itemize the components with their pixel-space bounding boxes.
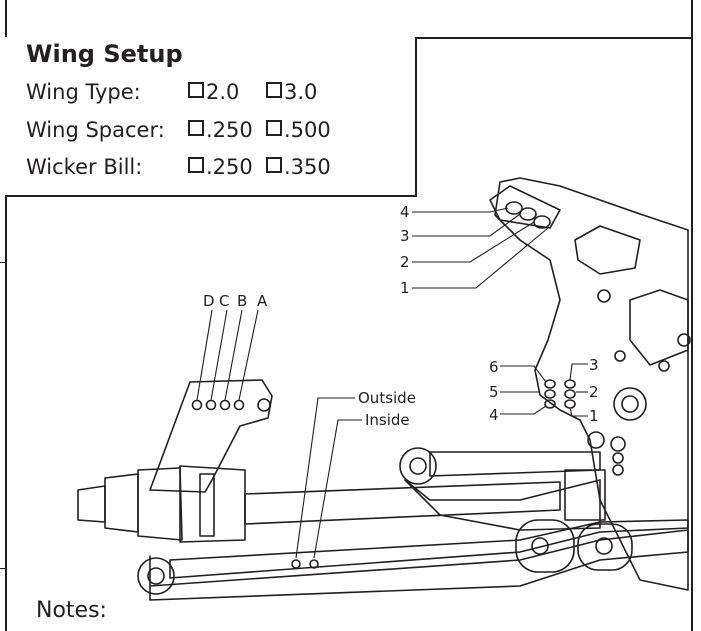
axle-nut: [77, 485, 106, 523]
driveshaft: [244, 481, 561, 525]
wing-hole-label-3: 3: [400, 227, 410, 245]
wing-mount-hole: [519, 207, 537, 221]
wing-setup-title: Wing Setup: [26, 40, 183, 68]
arm-pivot-block: [531, 537, 549, 555]
rocker-hole-label-c: C: [219, 292, 229, 310]
tower-hole-label-1: 1: [589, 407, 599, 425]
rocker-hole: [191, 399, 203, 411]
upper-link: [429, 451, 601, 477]
checkbox-icon[interactable]: [266, 157, 282, 173]
arm-hole: [291, 559, 301, 569]
tower-mount: [612, 452, 624, 464]
shock-tower-outline: [494, 177, 689, 591]
tower-shock-hole: [544, 389, 556, 399]
wing-type-option[interactable]: 3.0: [266, 80, 344, 104]
axle-hex: [104, 473, 139, 533]
edge-tick: [0, 568, 5, 569]
wing-spacer-option[interactable]: .250: [188, 118, 266, 142]
link-end: [409, 457, 427, 475]
tower-mount: [612, 464, 624, 476]
wicker-bill-option[interactable]: .350: [266, 155, 344, 179]
arm-position-outside: Outside: [358, 389, 416, 407]
arm-pivot: [147, 567, 165, 585]
tower-shock-hole: [564, 399, 576, 409]
tower-shock-hole: [564, 389, 576, 399]
wing-hole-label-4: 4: [400, 203, 410, 221]
checkbox-icon[interactable]: [266, 82, 282, 98]
rocker-hole: [205, 399, 217, 411]
checkbox-icon[interactable]: [188, 157, 204, 173]
tower-cutout: [629, 289, 689, 366]
arm-pivot-block: [515, 519, 575, 573]
lower-arm-inner: [169, 519, 689, 579]
wing-setup-box: [5, 37, 417, 197]
checkbox-icon[interactable]: [188, 82, 204, 98]
edge-tick: [0, 262, 5, 263]
notes-label: Notes:: [36, 598, 107, 623]
driveshaft-ring: [199, 473, 215, 537]
wicker-bill-row: Wicker Bill: .250.350: [26, 155, 344, 179]
wing-hole-label-2: 2: [400, 253, 410, 271]
arm-pivot: [137, 557, 175, 595]
wicker-bill-option[interactable]: .250: [188, 155, 266, 179]
tower-hole: [658, 360, 670, 372]
wicker-bill-label: Wicker Bill:: [26, 155, 143, 179]
tower-mount: [613, 387, 647, 421]
arm-position-inside: Inside: [365, 411, 410, 429]
tower-hole: [677, 333, 691, 347]
tower-slot: [489, 185, 561, 229]
rocker-hole-label-d: D: [203, 292, 215, 310]
tower-hole-label-2: 2: [589, 383, 599, 401]
hub-carrier: [137, 467, 183, 541]
checkbox-icon[interactable]: [266, 120, 282, 136]
rocker-hole: [219, 399, 231, 411]
tower-hole-label-3: 3: [589, 356, 599, 374]
rocker-hole-label-a: A: [257, 292, 268, 310]
tower-mount: [621, 395, 639, 413]
tower-mount: [587, 431, 605, 449]
wing-spacer-option[interactable]: .500: [266, 118, 344, 142]
tower-hole: [597, 289, 611, 303]
arm-hole: [309, 559, 319, 569]
rocker-hole: [257, 398, 271, 412]
wing-type-option[interactable]: 2.0: [188, 80, 266, 104]
wing-spacer-row: Wing Spacer: .250.500: [26, 118, 344, 142]
rocker-hole: [233, 399, 245, 411]
rocker-hole-label-b: B: [237, 292, 247, 310]
checkbox-icon[interactable]: [188, 120, 204, 136]
wing-hole-label-1: 1: [400, 279, 410, 297]
tower-hole-label-6: 6: [489, 358, 499, 376]
lower-arm: [149, 529, 689, 601]
link-body: [404, 479, 601, 531]
tower-shock-hole: [564, 379, 576, 389]
tower-hole-label-5: 5: [489, 383, 499, 401]
wing-type-label: Wing Type:: [26, 80, 141, 104]
tower-hole: [614, 350, 626, 362]
tower-mount: [610, 436, 626, 452]
arm-pivot-block: [577, 523, 633, 571]
arm-rear-block: [564, 469, 606, 521]
link-end: [399, 447, 437, 485]
tower-shock-hole: [544, 399, 556, 409]
tower-cutout: [574, 225, 641, 275]
rocker-plate: [149, 379, 273, 493]
arm-pivot-block: [595, 537, 613, 555]
tower-shock-hole: [544, 379, 556, 389]
page-frame: [5, 0, 693, 631]
tower-hole-label-4: 4: [489, 406, 499, 424]
hub-body: [179, 465, 246, 543]
wing-spacer-label: Wing Spacer:: [26, 118, 165, 142]
